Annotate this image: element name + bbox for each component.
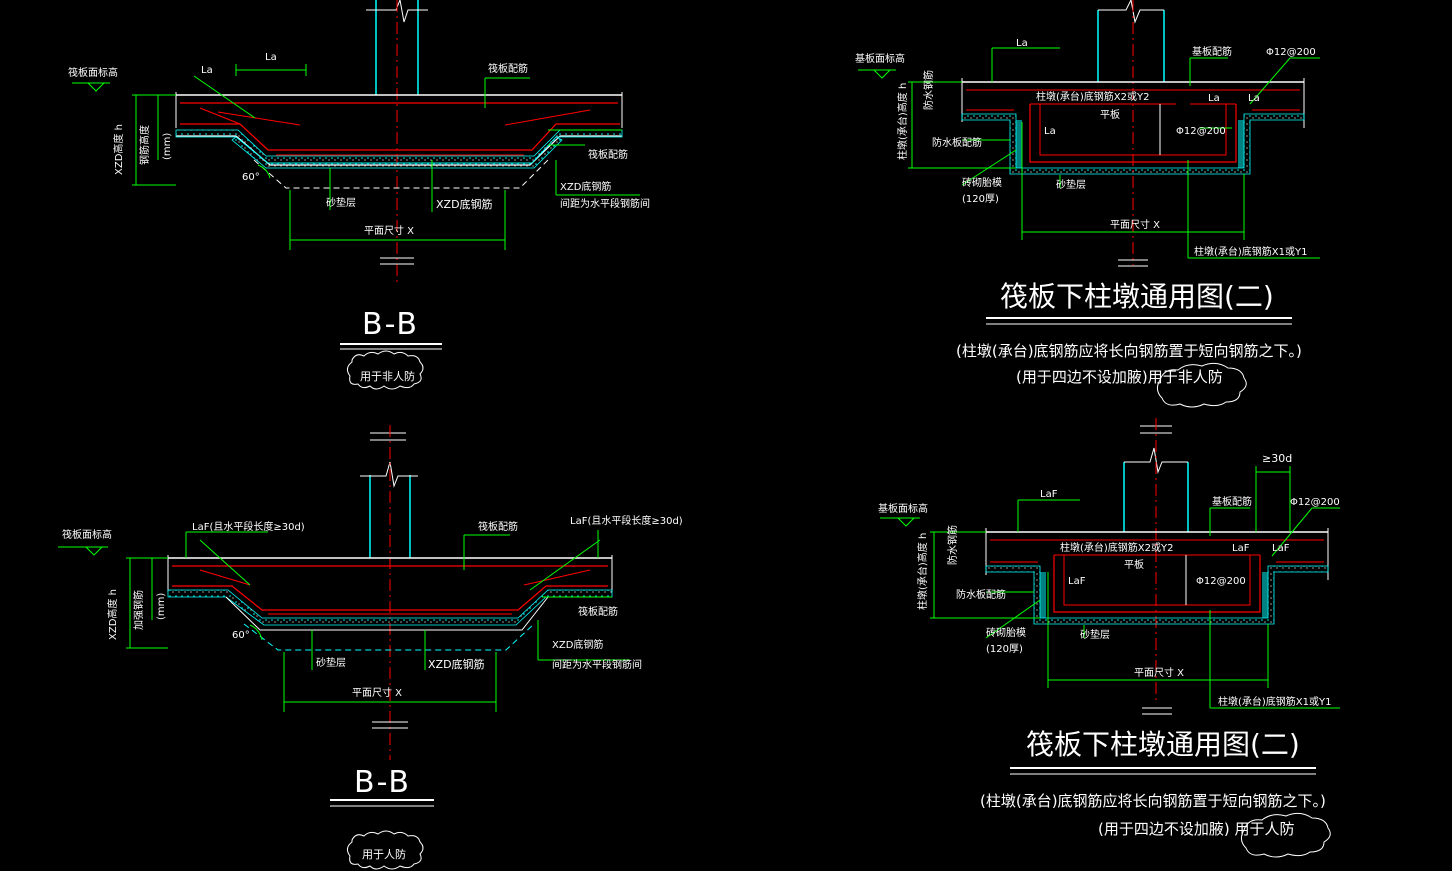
br-note-2: (用于四边不设加腋) 用于人防 <box>1098 820 1294 838</box>
tr-cap-rebar-x-label: 柱墩(承台)底钢筋X2或Y2 <box>1036 90 1150 103</box>
br-cap-rebar-x-label: 柱墩(承台)底钢筋X2或Y2 <box>1060 541 1174 554</box>
tl-bottom-rebar-label: XZD底钢筋 <box>436 197 493 211</box>
tl-elevation-label: 筏板面标高 <box>68 66 118 79</box>
tr-la1-label: La <box>1016 38 1028 49</box>
tr-cap-rebar-y-label: 柱墩(承台)底钢筋X1或Y1 <box>1194 245 1308 258</box>
tl-usage-label: 用于非人防 <box>360 369 415 383</box>
br-cushion-label: 砂垫层 <box>1080 628 1110 641</box>
br-raft-rebar-label: 基板配筋 <box>1212 495 1252 508</box>
bl-lof-right-label: LaF(且水平段长度≥30d) <box>570 514 683 527</box>
bl-side-height-label: XZD高度 h <box>106 589 119 640</box>
tl-angle-label: 60° <box>242 172 260 183</box>
tr-la3-label: La <box>1248 93 1260 104</box>
br-flat-label: 平板 <box>1124 558 1144 571</box>
tl-la-top-label: La <box>265 52 277 63</box>
tr-flat-label: 平板 <box>1100 108 1120 121</box>
tl-la-left-label: La <box>201 65 213 76</box>
tr-raft-rebar-label: 基板配筋 <box>1192 45 1232 58</box>
bl-usage-label: 用于人防 <box>362 847 406 861</box>
tr-phi-top-label: Φ12@200 <box>1266 47 1316 58</box>
panel-top-right: 基板面标高 La 基板配筋 Φ12@200 柱墩(承台)底钢筋X2或Y2 La … <box>855 0 1320 408</box>
tl-section-label: B-B <box>362 307 419 342</box>
tr-brick-label: 砖砌胎模 <box>962 176 1002 189</box>
br-lof4-label: LaF <box>1068 576 1086 587</box>
tl-side-height-label: XZD高度 h <box>112 124 125 175</box>
tr-side-height-label: 柱墩(承台)高度 h <box>896 83 909 160</box>
br-waterproof-label: 防水板配筋 <box>956 588 1006 601</box>
tl-dimension-label: 平面尺寸 X <box>364 224 414 237</box>
br-side-rebar-label: 防水钢筋 <box>946 525 959 565</box>
panel-top-left: La La 筏板面标高 筏板配筋 XZD高度 h 钢筋高度 (mm) 60° 筏… <box>68 0 650 390</box>
bl-bottom-rebar-label: XZD底钢筋 <box>428 657 485 671</box>
tr-la2-label: La <box>1208 93 1220 104</box>
tr-brick-mm-label: (120厚) <box>962 193 999 205</box>
br-lof3-label: LaF <box>1272 543 1290 554</box>
tr-phi-mid-label: Φ12@200 <box>1176 126 1226 137</box>
bl-side-rebar-label: 加强钢筋 <box>132 590 145 630</box>
br-lof2-label: LaF <box>1232 543 1250 554</box>
tr-note-1: (柱墩(承台)底钢筋应将长向钢筋置于短向钢筋之下。) <box>956 342 1302 360</box>
tl-right-note-label: 间距为水平段钢筋间 <box>560 197 650 210</box>
br-side-height-label: 柱墩(承台)高度 h <box>916 533 929 610</box>
br-note-1: (柱墩(承台)底钢筋应将长向钢筋置于短向钢筋之下。) <box>980 792 1326 810</box>
br-title: 筏板下柱墩通用图(二) <box>1026 728 1300 761</box>
bl-raft-rebar-label: 筏板配筋 <box>478 520 518 533</box>
panel-bottom-right: 基板面标高 LaF ≥30d 基板配筋 Φ12@200 柱墩(承台)底钢筋X2或… <box>878 418 1340 858</box>
panel-bottom-left: 筏板面标高 LaF(且水平段长度≥30d) LaF(且水平段长度≥30d) 筏板… <box>58 425 683 870</box>
tr-side-rebar-label: 防水钢筋 <box>922 70 935 110</box>
bl-right-note-label: 间距为水平段钢筋间 <box>552 658 642 671</box>
tl-raft-rebar-label: 筏板配筋 <box>488 62 528 75</box>
tr-la4-label: La <box>1044 126 1056 137</box>
tr-elevation-label: 基板面标高 <box>855 52 905 65</box>
br-phi-top-label: Φ12@200 <box>1290 497 1340 508</box>
bl-side-mm-label: (mm) <box>156 593 167 620</box>
tl-side-mm-label: (mm) <box>162 133 173 160</box>
tr-title: 筏板下柱墩通用图(二) <box>1000 280 1274 313</box>
bl-angle-label: 60° <box>232 630 250 641</box>
tl-side-rebar-label: 钢筋高度 <box>138 125 151 165</box>
tl-raft-rebar-right-label: 筏板配筋 <box>588 148 628 161</box>
tr-cushion-label: 砂垫层 <box>1056 178 1086 191</box>
br-dimension-label: 平面尺寸 X <box>1134 666 1184 679</box>
tl-cushion-label: 砂垫层 <box>326 196 356 209</box>
bl-lof-left-label: LaF(且水平段长度≥30d) <box>192 520 305 533</box>
br-phi-mid-label: Φ12@200 <box>1196 576 1246 587</box>
bl-dimension-label: 平面尺寸 X <box>352 686 402 699</box>
tr-dimension-label: 平面尺寸 X <box>1110 218 1160 231</box>
bl-cushion-label: 砂垫层 <box>316 656 346 669</box>
tr-note-2: (用于四边不设加腋)用于非人防 <box>1016 368 1223 386</box>
bl-section-label: B-B <box>354 765 411 800</box>
br-elevation-label: 基板面标高 <box>878 502 928 515</box>
br-brick-mm-label: (120厚) <box>986 643 1023 655</box>
bl-elevation-label: 筏板面标高 <box>62 528 112 541</box>
br-brick-label: 砖砌胎模 <box>986 626 1026 639</box>
tr-waterproof-label: 防水板配筋 <box>932 136 982 149</box>
br-cap-rebar-y-label: 柱墩(承台)底钢筋X1或Y1 <box>1218 695 1332 708</box>
br-30d-label: ≥30d <box>1262 452 1292 465</box>
bl-bottom-rebar-right-label: XZD底钢筋 <box>552 638 603 651</box>
tl-bottom-rebar-right-label: XZD底钢筋 <box>560 180 611 193</box>
br-lof1-label: LaF <box>1040 489 1058 500</box>
bl-raft-rebar-right-label: 筏板配筋 <box>578 605 618 618</box>
